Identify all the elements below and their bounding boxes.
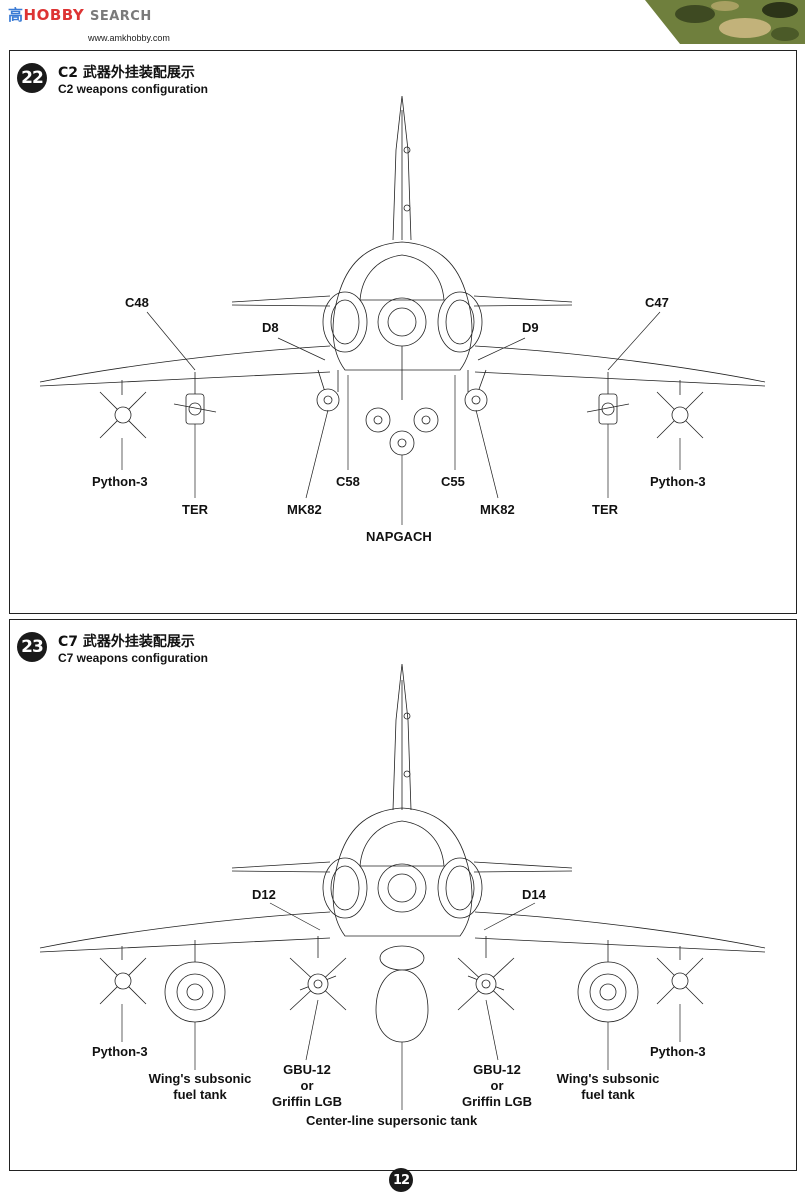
label-c55: C55 (441, 474, 465, 489)
label-python-3-left: Python-3 (92, 474, 148, 489)
label-napgach: NAPGACH (366, 529, 432, 544)
watermark-part-1: 高 (8, 6, 24, 24)
label-gbu-12-left: GBU-12 or Griffin LGB (262, 1062, 352, 1110)
watermark-logo: 高HOBBY SEARCH (8, 4, 152, 25)
label-c58: C58 (336, 474, 360, 489)
step-23-panel (9, 619, 797, 1171)
site-url: www.amkhobby.com (88, 33, 170, 43)
label-ter-left: TER (182, 502, 208, 517)
label-line: Griffin LGB (461, 1094, 533, 1109)
watermark-part-2: HOBBY (23, 6, 85, 24)
label-python-3-left: Python-3 (92, 1044, 148, 1059)
label-python-3-right: Python-3 (650, 474, 706, 489)
watermark-part-3: SEARCH (89, 9, 152, 24)
label-mk82-right: MK82 (480, 502, 515, 517)
label-line: Wing's subsonic (556, 1071, 660, 1086)
page-number: 12 (389, 1168, 413, 1192)
step-title-english: C2 weapons configuration (58, 82, 209, 96)
label-line: fuel tank (173, 1087, 227, 1102)
label-gbu-12-right: GBU-12 or Griffin LGB (452, 1062, 542, 1110)
step-title-english: C7 weapons configuration (58, 651, 209, 665)
label-d12: D12 (252, 887, 276, 902)
label-line: GBU-12 (283, 1062, 331, 1077)
step-number-badge: 22 (17, 63, 47, 93)
label-line: or (490, 1078, 504, 1093)
label-line: Griffin LGB (271, 1094, 343, 1109)
label-line: fuel tank (581, 1087, 635, 1102)
label-centerline-tank: Center-line supersonic tank (306, 1113, 478, 1128)
label-d9: D9 (522, 320, 539, 335)
step-title-chinese: C7 武器外挂装配展示 (58, 634, 195, 650)
step-title-chinese: C2 武器外挂装配展示 (58, 65, 195, 81)
label-c48: C48 (125, 295, 149, 310)
label-d8: D8 (262, 320, 279, 335)
label-wing-tank-right: Wing's subsonic fuel tank (546, 1071, 670, 1103)
label-d14: D14 (522, 887, 546, 902)
step-22-panel (9, 50, 797, 614)
label-c47: C47 (645, 295, 669, 310)
label-ter-right: TER (592, 502, 618, 517)
label-line: or (300, 1078, 314, 1093)
label-line: Wing's subsonic (148, 1071, 252, 1086)
label-line: GBU-12 (473, 1062, 521, 1077)
label-wing-tank-left: Wing's subsonic fuel tank (138, 1071, 262, 1103)
label-mk82-left: MK82 (287, 502, 322, 517)
label-python-3-right: Python-3 (650, 1044, 706, 1059)
step-number-badge: 23 (17, 632, 47, 662)
camouflage-banner (645, 0, 805, 44)
